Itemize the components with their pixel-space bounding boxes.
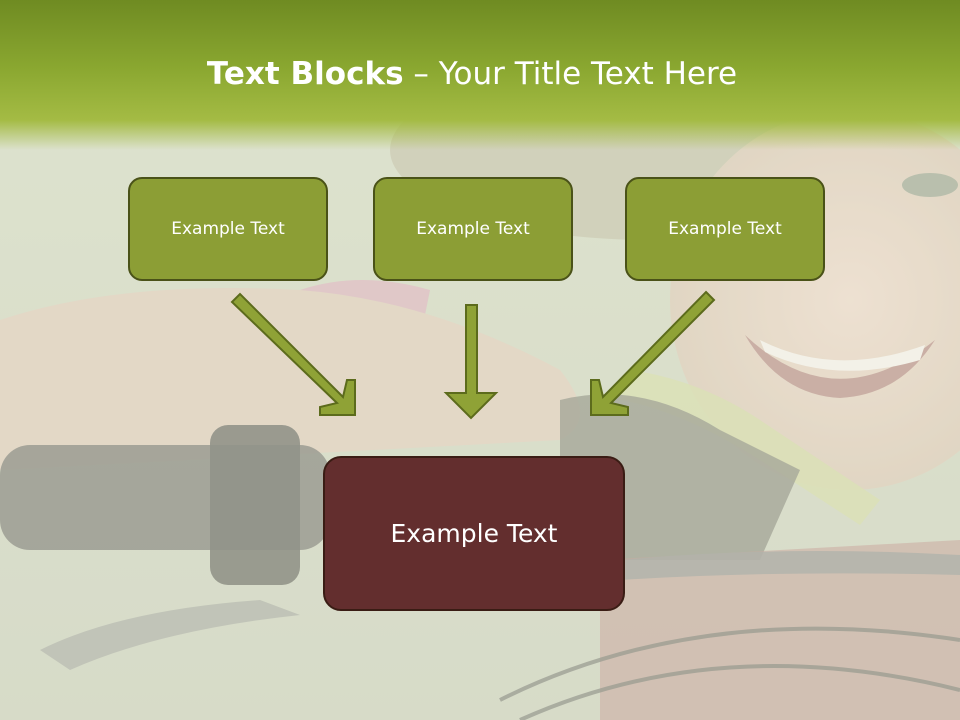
text-block-left[interactable]: Example Text [128,177,328,281]
title-dash: – [403,56,439,92]
text-block-right[interactable]: Example Text [625,177,825,281]
text-block-center-label: Example Text [416,219,530,239]
slide-title: Text Blocks – Your Title Text Here [0,52,944,96]
title-rest-text: Your Title Text Here [438,56,738,92]
target-text-block[interactable]: Example Text [323,456,625,611]
text-block-right-label: Example Text [668,219,782,239]
title-bar [0,0,960,150]
text-block-left-label: Example Text [171,219,285,239]
text-block-center[interactable]: Example Text [373,177,573,281]
target-text-block-label: Example Text [390,519,558,548]
title-bold-text: Text Blocks [206,56,404,92]
